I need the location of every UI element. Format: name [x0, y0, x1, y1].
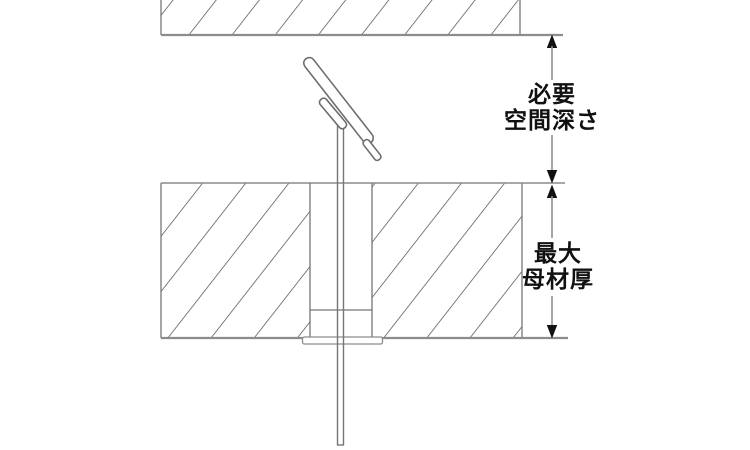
- base-material-right-hatch: [372, 183, 522, 338]
- base-material: [160, 182, 568, 345]
- ceiling-hatch: [161, 0, 520, 35]
- anchor-flange: [301, 336, 384, 345]
- required-space-depth-line2: 空間深さ: [504, 107, 600, 133]
- max-base-thickness-label: 最大 母材厚: [458, 240, 658, 292]
- max-base-thickness-line1: 最大: [534, 240, 582, 266]
- required-depth-dimension: [546, 34, 558, 184]
- max-base-thickness-line2: 母材厚: [522, 266, 594, 292]
- toggle-wing-bar: [302, 56, 375, 145]
- ceiling-panel: [160, 0, 563, 37]
- arrow-up-icon: [546, 34, 558, 48]
- arrow-down-icon: [546, 325, 558, 339]
- toggle-wing: [302, 56, 382, 162]
- anchor-bolt: [336, 121, 345, 446]
- base-material-left-hatch: [161, 183, 310, 338]
- toggle-wing-foot: [362, 138, 382, 162]
- toggle-wing-channel: [318, 97, 348, 130]
- required-space-depth-line1: 必要: [528, 81, 576, 107]
- max-thickness-dimension: [546, 184, 558, 339]
- required-space-depth-label: 必要 空間深さ: [452, 81, 652, 133]
- arrow-up-icon: [546, 184, 558, 198]
- arrow-down-icon: [546, 170, 558, 184]
